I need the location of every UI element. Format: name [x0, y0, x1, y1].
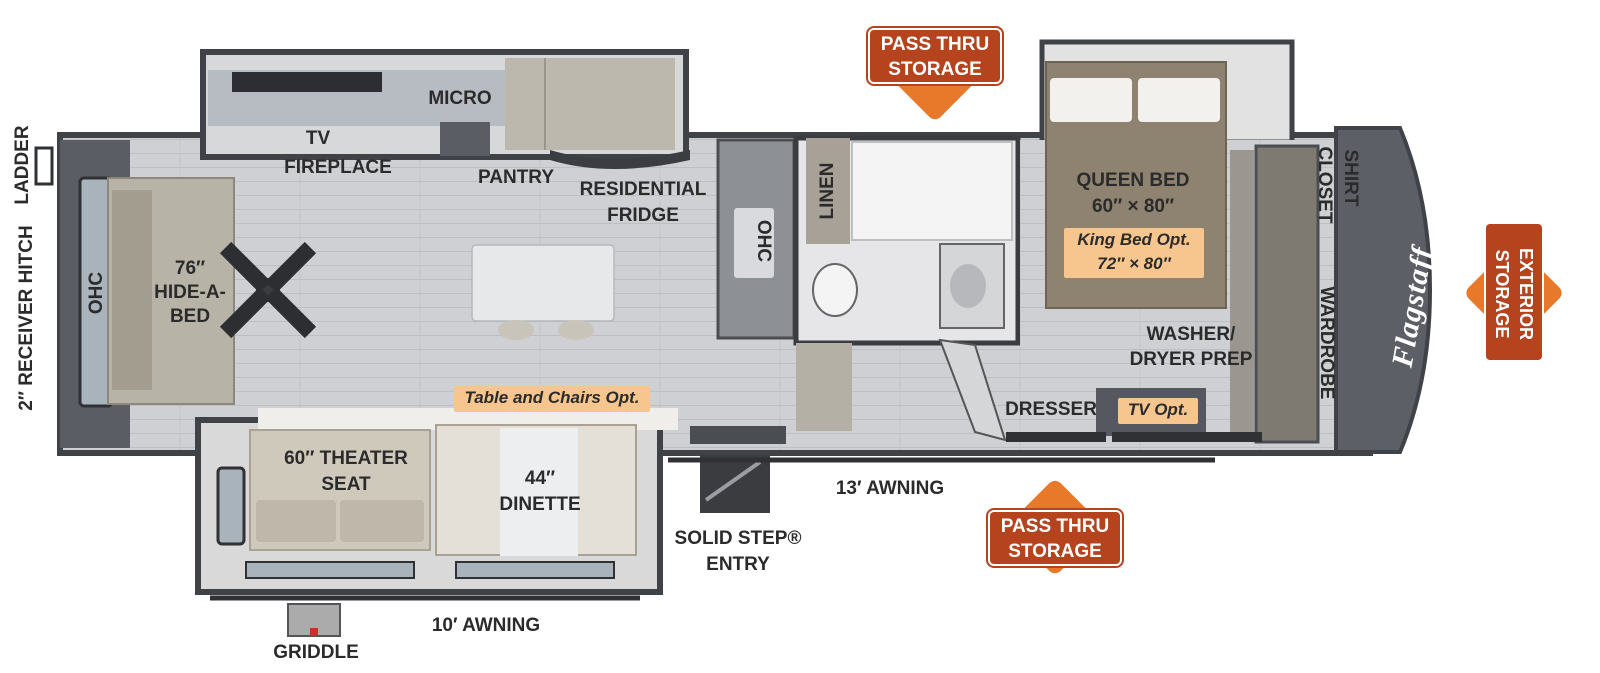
shirt-label: SHIRT [1340, 149, 1361, 207]
kitchen-island [471, 244, 615, 322]
dinette-size: 44″ [524, 468, 556, 489]
pass-thru-bottom-line-2: STORAGE [1008, 541, 1102, 562]
brand-logo-text: Flagstaff [1385, 244, 1440, 370]
exterior-storage-line-1: EXTERIOR [1516, 247, 1536, 340]
linen-cabinet [806, 138, 850, 244]
pass-thru-top-line-1: PASS THRU [880, 34, 990, 55]
pass-thru-top-line-2: STORAGE [888, 59, 982, 80]
tv-option: TV Opt. [1118, 398, 1198, 424]
ladder-label: LADDER [12, 125, 33, 205]
stool [498, 320, 534, 340]
king-bed-option-label: King Bed Opt. [1077, 230, 1191, 249]
ceiling-fan-icon [219, 241, 317, 339]
pass-thru-bottom-line-1: PASS THRU [1000, 516, 1110, 537]
closet-label: CLOSET [1314, 146, 1335, 224]
closet-strip [1230, 150, 1254, 440]
solid-step-label-2: ENTRY [706, 554, 770, 575]
residential-fridge-label-1: RESIDENTIAL [579, 179, 707, 200]
wardrobe [1254, 144, 1320, 444]
hide-a-bed-size: 76″ [174, 258, 206, 279]
micro-label: MICRO [428, 88, 492, 109]
pantry-label: PANTRY [478, 167, 554, 188]
table-chairs-option: Table and Chairs Opt. [454, 386, 650, 412]
awning-10-label: 10′ AWNING [431, 615, 541, 636]
hide-a-bed-label-1: HIDE-A- [154, 282, 226, 303]
stove-icon [440, 122, 490, 156]
washer-dryer-label-2: DRYER PREP [1129, 349, 1253, 370]
hide-a-bed-label-2: BED [169, 306, 211, 327]
hall-cabinet [796, 343, 852, 431]
queen-bed-size: 60″ × 80″ [1091, 196, 1175, 217]
shower [851, 141, 1013, 241]
queen-bed-label: QUEEN BED [1076, 170, 1190, 191]
dinette-label: DINETTE [499, 494, 581, 515]
stool [558, 320, 594, 340]
pass-thru-storage-top-badge: PASS THRU STORAGE [868, 2, 1002, 123]
king-bed-option-size: 72″ × 80″ [1097, 254, 1171, 273]
pillow [1050, 78, 1132, 122]
receiver-hitch-label: 2″ RECEIVER HITCH [16, 225, 37, 411]
pillow [1138, 78, 1220, 122]
wardrobe-label: WARDROBE [1316, 286, 1337, 400]
pantry-cabinet [505, 58, 675, 150]
awning-13-label: 13′ AWNING [835, 478, 945, 499]
exterior-storage-line-2: STORAGE [1492, 249, 1512, 339]
washer-dryer-label-1: WASHER/ [1146, 324, 1236, 345]
ladder-icon [34, 146, 54, 186]
griddle-label: GRIDDLE [273, 642, 359, 663]
king-bed-option: King Bed Opt. 72″ × 80″ [1064, 228, 1204, 278]
tv-label: TV [305, 128, 331, 149]
bath-door [938, 338, 1007, 442]
dinette-table [500, 428, 578, 556]
residential-fridge-label-2: FRIDGE [607, 205, 679, 226]
theater-seat-label-2: SEAT [321, 474, 371, 495]
slide-window [216, 466, 246, 546]
slide-window-bottom [455, 561, 615, 579]
linen-label: LINEN [817, 162, 838, 220]
pass-thru-storage-bottom-badge: PASS THRU STORAGE [988, 477, 1122, 600]
dresser-label: DRESSER [1005, 399, 1097, 420]
flagstaff-logo: Flagstaff [1378, 190, 1448, 430]
ohc-left-label: OHC [86, 271, 107, 315]
fireplace-label: FIREPLACE [284, 157, 392, 178]
slide-window-bottom [245, 561, 415, 579]
fridge-door [550, 150, 690, 169]
solid-step-label-1: SOLID STEP® [674, 528, 802, 549]
theater-seat-label-1: 60″ THEATER [284, 448, 408, 469]
toilet-icon [812, 263, 858, 317]
exterior-storage-badge: EXTERIOR STORAGE [1460, 222, 1570, 362]
ohc-mid-label: OHC [753, 219, 774, 263]
